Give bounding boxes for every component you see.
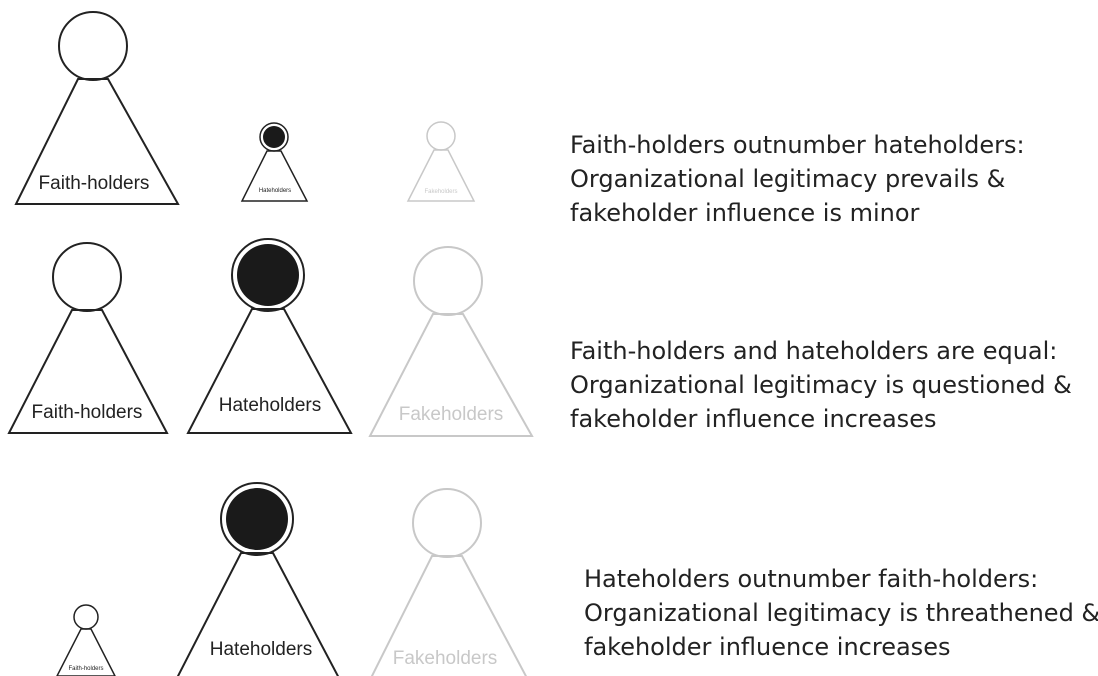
figure-label: Fakeholders [424, 189, 457, 195]
hate-head [226, 488, 288, 550]
hate-body [240, 150, 309, 202]
row-1-hate-figure: Hateholders [240, 122, 309, 202]
caption-line: Organizational legitimacy prevails & [570, 165, 1006, 193]
caption-line: Hateholders outnumber faith-holders: [584, 565, 1039, 593]
hate-body [186, 308, 353, 434]
caption-line: fakeholder influence increases [584, 633, 951, 661]
caption-line: Faith-holders outnumber hateholders: [570, 131, 1025, 159]
row-3-caption: Hateholders outnumber faith-holders: Org… [584, 562, 1098, 664]
hate-body [176, 552, 340, 676]
fake-head [426, 121, 456, 151]
row-3-hate-figure: Hateholders [176, 482, 340, 676]
figure-label: Faith-holders [68, 666, 103, 672]
faith-head [52, 242, 122, 312]
fake-body [368, 313, 534, 437]
figure-label: Hateholders [259, 188, 291, 194]
figure-label: Hateholders [210, 639, 312, 660]
faith-head [58, 11, 128, 81]
caption-line: Faith-holders and hateholders are equal: [570, 337, 1058, 365]
hate-head [237, 244, 299, 306]
caption-line: fakeholder influence increases [570, 405, 937, 433]
caption-line: Organizational legitimacy is questioned … [570, 371, 1072, 399]
fake-body [406, 149, 476, 202]
faith-body [14, 78, 180, 205]
fake-head [412, 488, 482, 558]
faith-head [73, 604, 99, 630]
fake-body [370, 555, 528, 676]
row-3-faith-figure: Faith-holders [56, 604, 116, 676]
row-2-caption: Faith-holders and hateholders are equal:… [570, 334, 1072, 436]
row-1-caption: Faith-holders outnumber hateholders: Org… [570, 128, 1025, 230]
fake-head [413, 246, 483, 316]
row-1-fake-figure: Fakeholders [406, 121, 476, 202]
row-3-fake-figure: Fakeholders [370, 488, 528, 676]
figure-label: Faith-holders [32, 402, 143, 423]
hate-head-ring [231, 238, 305, 312]
hate-head [263, 126, 285, 148]
faith-body [7, 309, 169, 434]
caption-line: Organizational legitimacy is threathened… [584, 599, 1098, 627]
row-2-fake-figure: Fakeholders [368, 246, 534, 437]
row-2-faith-figure: Faith-holders [7, 242, 169, 434]
row-2-hate-figure: Hateholders [186, 238, 353, 434]
figure-label: Faith-holders [39, 173, 150, 194]
figure-label: Fakeholders [399, 404, 504, 425]
caption-line: fakeholder influence is minor [570, 199, 920, 227]
faith-body [56, 628, 116, 676]
figure-label: Fakeholders [393, 648, 498, 669]
row-1-faith-figure: Faith-holders [14, 11, 180, 205]
figure-label: Hateholders [219, 395, 321, 416]
hate-head-ring [220, 482, 294, 556]
